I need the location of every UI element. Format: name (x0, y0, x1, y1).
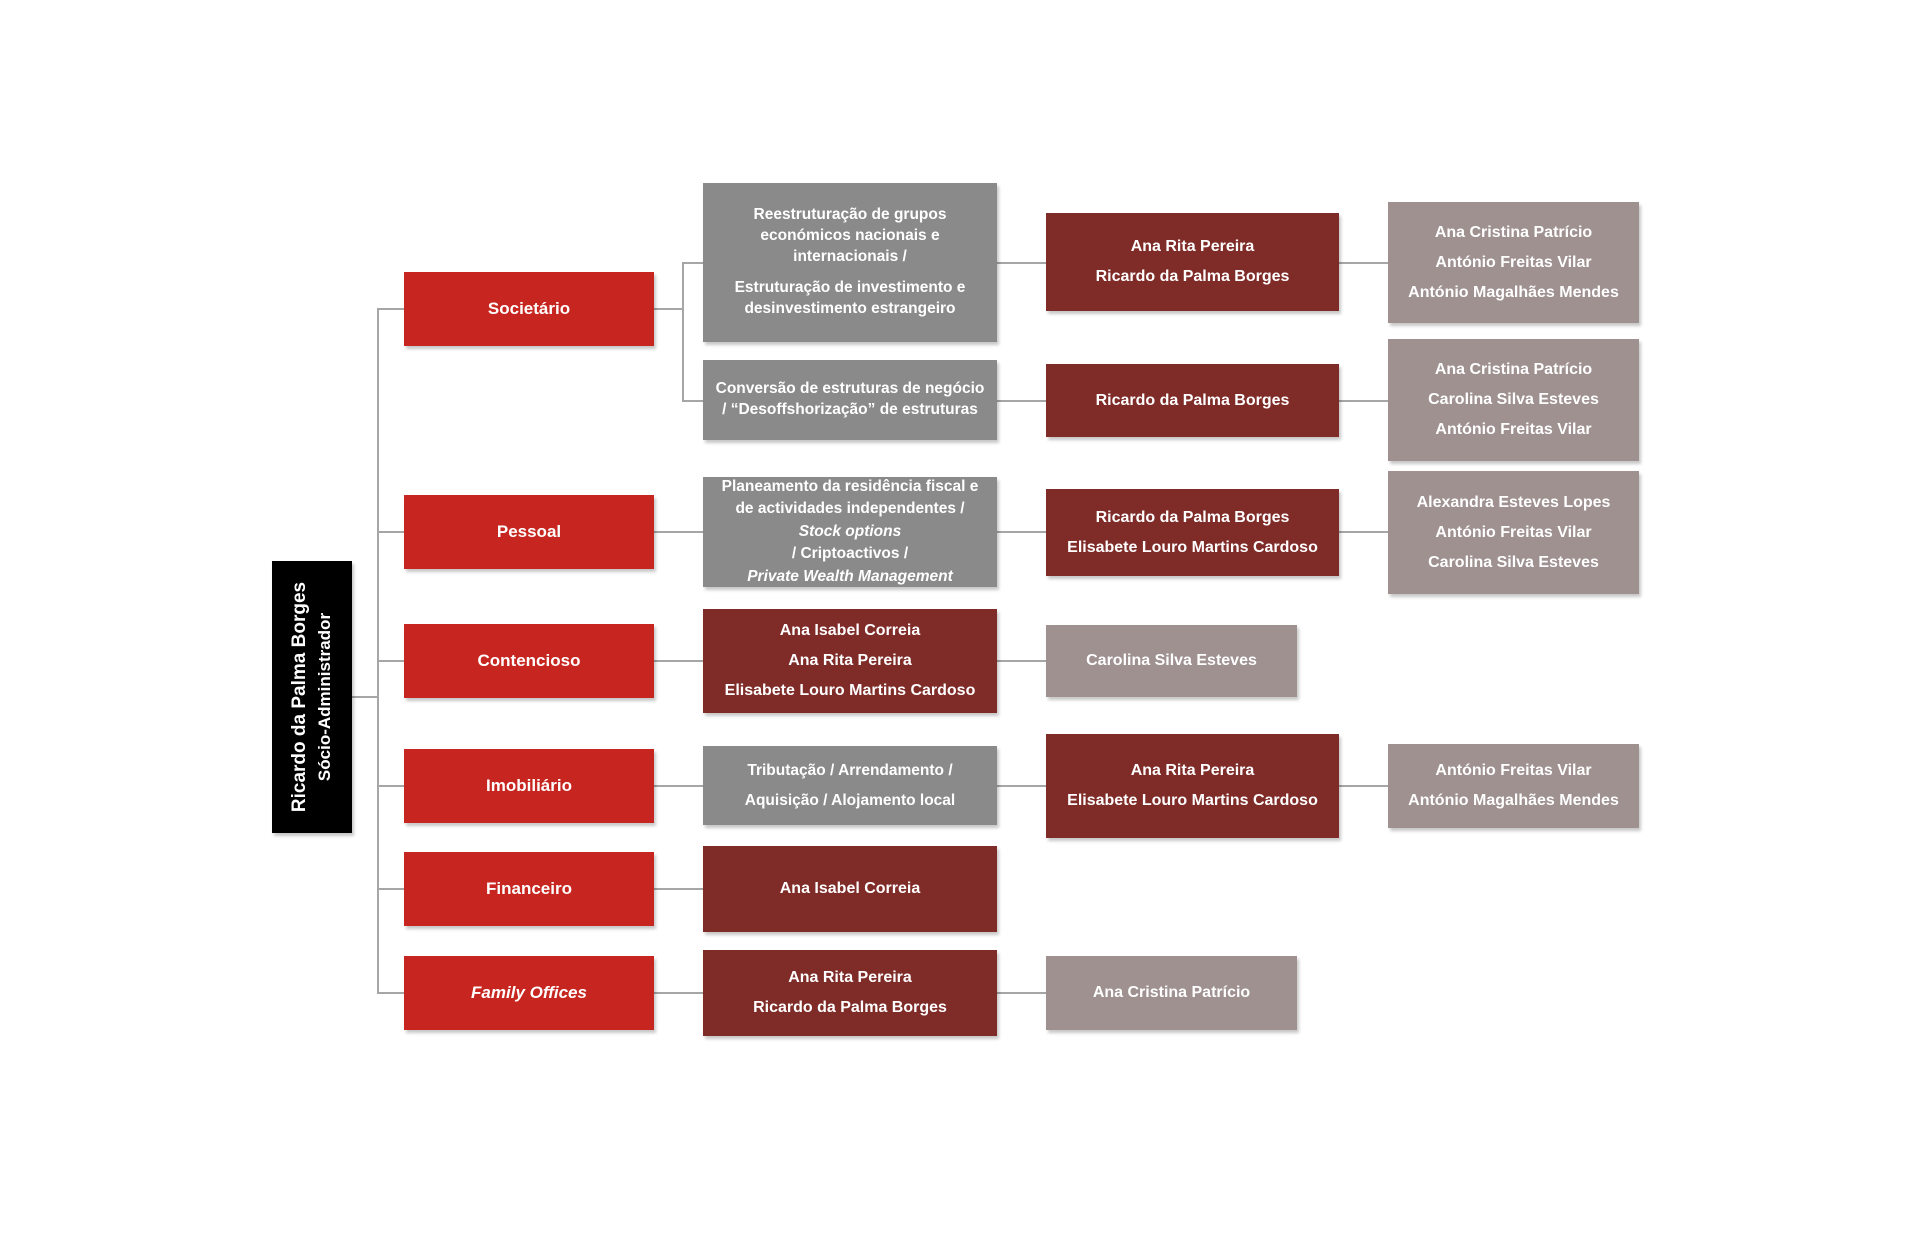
connector (1339, 262, 1388, 264)
text-line: António Magalhães Mendes (1408, 283, 1619, 301)
text-line: Ana Cristina Patrício (1434, 223, 1593, 241)
connector (377, 308, 404, 310)
category-label: Financeiro (486, 879, 572, 898)
category-label: Imobiliário (486, 776, 572, 795)
connector (997, 660, 1046, 662)
category-pessoal: Pessoal (404, 495, 654, 569)
text-line: Ana Isabel Correia (779, 880, 921, 897)
text-line: Elisabete Louro Martins Cardoso (1067, 792, 1318, 809)
text-line: Ana Rita Pereira (788, 969, 912, 986)
connector (377, 992, 404, 994)
root-node-partner: Ricardo da Palma Borges Sócio-Administra… (272, 561, 352, 833)
text-line: Ana Rita Pereira (1130, 762, 1255, 779)
connector (352, 696, 377, 698)
category-imobiliario: Imobiliário (404, 749, 654, 823)
detail-societario-restructuring: Reestruturação de grupos económicos naci… (703, 183, 997, 342)
category-family-offices: Family Offices (404, 956, 654, 1030)
text-segment: Private Wealth Management (747, 567, 953, 585)
detail-pessoal: Planeamento da residência fiscal e de ac… (703, 477, 997, 587)
text-line: Ana Cristina Patrício (1092, 984, 1251, 1001)
partner-name: Ricardo da Palma Borges (288, 581, 310, 813)
support-family-offices: Ana Cristina Patrício (1046, 956, 1297, 1030)
text-line: Estruturação de investimento e desinvest… (734, 278, 966, 317)
text-line: António Freitas Vilar (1435, 421, 1592, 438)
text-line: Carolina Silva Esteves (1428, 391, 1599, 408)
text-segment: Stock options (798, 522, 902, 540)
connector (654, 888, 703, 890)
text-line: Elisabete Louro Martins Cardoso (724, 682, 976, 699)
text-segment: Planeamento da residência fiscal e de ac… (721, 477, 979, 518)
connector (377, 308, 379, 994)
text-line: Ricardo da Palma Borges (753, 999, 947, 1016)
text-line: António Freitas Vilar (1435, 762, 1592, 779)
connector (654, 660, 703, 662)
text-line: Ricardo da Palma Borges (1095, 391, 1290, 409)
text-line: Ricardo da Palma Borges (1095, 268, 1290, 285)
category-label: Contencioso (477, 651, 581, 670)
text-line: Ana Cristina Patrício (1434, 361, 1593, 378)
connector (377, 785, 404, 787)
detail-societario-conversion: Conversão de estruturas de negócio / “De… (703, 360, 997, 440)
text-line: Conversão de estruturas de negócio / “De… (715, 380, 985, 418)
text-line: Ana Isabel Correia (779, 622, 921, 639)
partner-role: Sócio-Administrador (315, 612, 335, 782)
connector (997, 992, 1046, 994)
text-line: Tributação / Arrendamento / (747, 762, 953, 780)
text-line: Elisabete Louro Martins Cardoso (1067, 538, 1318, 556)
connector (1339, 785, 1388, 787)
detail-imobiliario: Tributação / Arrendamento / Aquisição / A… (703, 746, 997, 825)
connector (1339, 400, 1388, 402)
text-line: Ana Rita Pereira (1130, 238, 1255, 255)
connector (654, 785, 703, 787)
text-line: Aquisição / Alojamento local (744, 791, 956, 809)
text-line: António Freitas Vilar (1435, 523, 1592, 541)
connector (654, 531, 703, 533)
category-label: Family Offices (471, 983, 587, 1002)
text-line: Alexandra Esteves Lopes (1416, 493, 1611, 511)
text-segment: / Criptoactivos / (791, 545, 909, 563)
connector (1339, 531, 1388, 533)
connector (654, 992, 703, 994)
connector (682, 262, 684, 402)
category-financeiro: Financeiro (404, 852, 654, 926)
text-line: Ana Rita Pereira (788, 652, 912, 669)
connector (997, 785, 1046, 787)
connector (682, 400, 703, 402)
connector (997, 531, 1046, 533)
category-contencioso: Contencioso (404, 624, 654, 698)
text-line: António Freitas Vilar (1435, 253, 1592, 271)
connector (997, 400, 1046, 402)
text-line: Carolina Silva Esteves (1086, 652, 1257, 669)
connector (682, 262, 703, 264)
connector (997, 262, 1046, 264)
connector (654, 308, 682, 310)
category-societario: Societário (404, 272, 654, 346)
root-node-rotated-text: Ricardo da Palma Borges Sócio-Administra… (272, 561, 352, 833)
connector (377, 660, 404, 662)
support-contencioso: Carolina Silva Esteves (1046, 625, 1297, 697)
connector (377, 888, 404, 890)
category-label: Societário (487, 299, 571, 318)
text-line: Ricardo da Palma Borges (1095, 508, 1290, 526)
category-label: Pessoal (496, 522, 562, 541)
team-societario-conversion: Ricardo da Palma Borges (1046, 364, 1339, 437)
team-financeiro: Ana Isabel Correia (703, 846, 997, 932)
text-line: Reestruturação de grupos económicos naci… (753, 206, 947, 266)
text-line: Carolina Silva Esteves (1428, 553, 1599, 571)
connector (377, 531, 404, 533)
text-line: António Magalhães Mendes (1408, 792, 1619, 809)
